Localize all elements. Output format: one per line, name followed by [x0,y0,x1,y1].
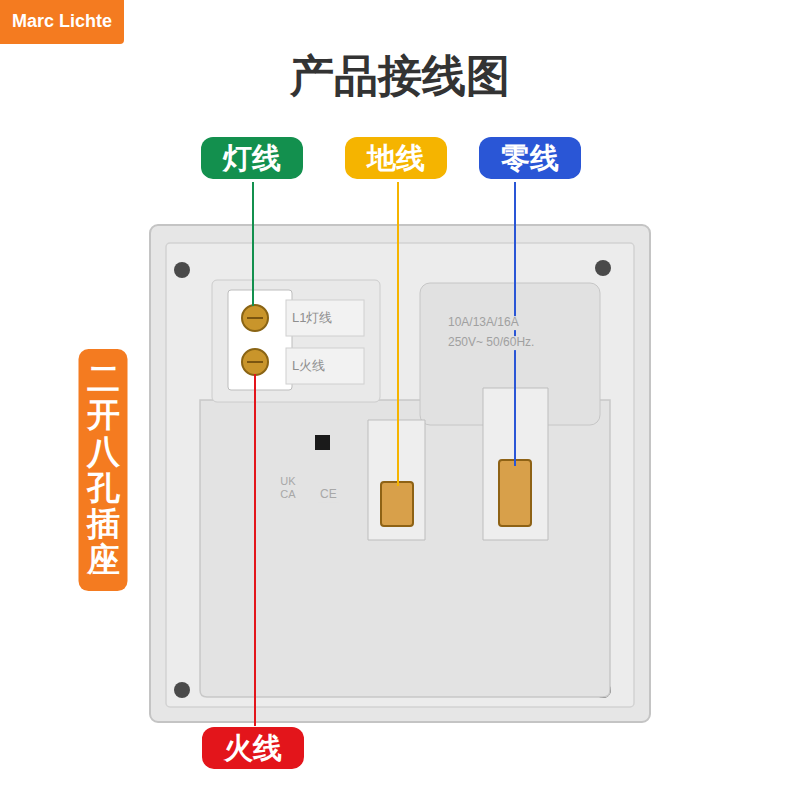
leader-line [252,182,254,306]
neutral-clamp [499,460,531,526]
wire-tag: 零线 [479,137,581,179]
leader-line [254,374,256,726]
screw-hole [595,260,611,276]
wire-tag: 地线 [345,137,447,179]
wire-tag: 灯线 [201,137,303,179]
terminal-marking: L火线 [290,359,327,374]
brass-screw [242,305,268,331]
rating-marking: 250V~ 50/60Hz. [446,336,536,350]
screw-hole [174,262,190,278]
earth-clamp [381,482,413,526]
leader-line [397,182,399,486]
screw-slot [247,361,263,363]
plate-frame [166,243,634,707]
rating-marking: 10A/13A/16A [446,316,521,330]
diagram-title: 产品接线图 [290,47,510,106]
brand-badge: Marc Lichte [0,0,124,44]
cert-mark: CE [318,488,339,502]
indicator-window [315,435,330,450]
wall-plate [150,225,650,722]
terminal-block [228,290,292,390]
terminal-label-plate [286,348,364,384]
tag-text: 二开八孔插座 [87,361,120,579]
tag-text: 零线 [501,140,559,176]
tag-text: 灯线 [223,140,281,176]
wire-tag: 火线 [202,727,304,769]
terminal-label-plate [286,300,364,336]
brass-screw [242,349,268,375]
terminal-marking: L1灯线 [290,311,334,326]
tag-text: 火线 [224,730,282,766]
tag-text: Marc Lichte [12,11,112,33]
product-tag: 二开八孔插座 [79,349,128,591]
tag-text: 地线 [367,140,425,176]
earth-terminal [368,420,425,540]
screw-hole [174,682,190,698]
cert-mark: UK CA [276,475,300,500]
screw-slot [247,317,263,319]
switch-housing [212,280,380,402]
